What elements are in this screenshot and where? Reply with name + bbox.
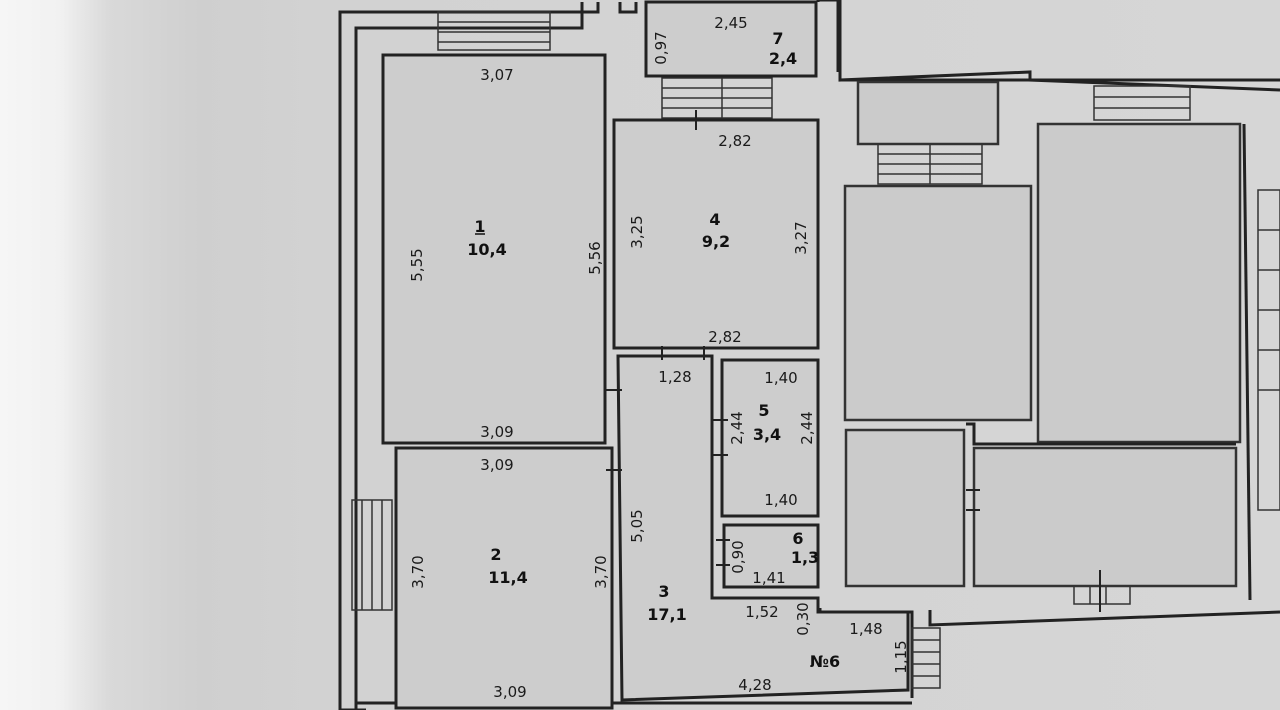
room-3-area: 10,4: [467, 240, 506, 259]
dim-r6-left: 0,90: [729, 540, 747, 573]
dim-r7-top: 2,45: [714, 14, 747, 32]
dim-r4-bottom: 2,82: [708, 328, 741, 346]
room-7-outline: [644, 0, 818, 78]
dim-r3-bottom: 3,09: [480, 423, 513, 441]
room-4-number: 4: [709, 210, 720, 229]
room-1-outline: [616, 354, 910, 702]
room-3-outline: [381, 53, 607, 445]
dim-corr-top: 1,48: [849, 620, 882, 638]
dim-r1-top: 1,28: [658, 368, 691, 386]
room-2-number: 2: [490, 545, 501, 564]
apartment-label: №6: [810, 652, 840, 671]
room-7-number: 7: [772, 29, 783, 48]
dim-r3-left: 5,55: [408, 248, 426, 281]
dim-r1-bottom: 4,28: [738, 676, 771, 694]
room-6-area: 1,3: [791, 548, 819, 567]
dim-r4-left: 3,25: [628, 215, 646, 248]
neighbour-rooms: [843, 80, 1280, 601]
dim-r1-left: 5,05: [628, 509, 646, 542]
door-marks: [606, 110, 1101, 612]
dim-r3-right: 5,56: [586, 241, 604, 274]
room-4-outline: [612, 118, 820, 350]
dim-r5-bottom: 1,40: [764, 491, 797, 509]
room-7-area: 2,4: [769, 49, 797, 68]
dim-corr-vertical: 0,30: [794, 602, 812, 635]
dim-r7-left: 0,97: [652, 31, 670, 64]
room-3-number: 1: [474, 217, 485, 236]
dim-corr-right: 1,15: [892, 640, 910, 673]
room-5-area: 3,4: [753, 425, 781, 444]
dim-r3-top: 3,07: [480, 66, 513, 84]
room-1-area: 17,1: [647, 605, 686, 624]
dim-r1-mid: 1,52: [745, 603, 778, 621]
room-2-area: 11,4: [488, 568, 527, 587]
room-5-outline: [720, 358, 820, 518]
dim-r4-top: 2,82: [718, 132, 751, 150]
dim-r5-left: 2,44: [728, 411, 746, 444]
room-1-number: 3: [658, 582, 669, 601]
dim-r6-bottom: 1,41: [752, 569, 785, 587]
room-4-area: 9,2: [702, 232, 730, 251]
dim-r2-bottom: 3,09: [493, 683, 526, 701]
dim-r2-top: 3,09: [480, 456, 513, 474]
room-5-number: 5: [758, 401, 769, 420]
dim-r2-left: 3,70: [409, 555, 427, 588]
dim-r5-top: 1,40: [764, 369, 797, 387]
dim-r2-right: 3,70: [592, 555, 610, 588]
dim-r4-right: 3,27: [792, 221, 810, 254]
room-6-outline: [722, 523, 820, 589]
room-2-outline: [394, 446, 614, 710]
room-6-number: 6: [792, 529, 803, 548]
dim-r5-right: 2,44: [798, 411, 816, 444]
